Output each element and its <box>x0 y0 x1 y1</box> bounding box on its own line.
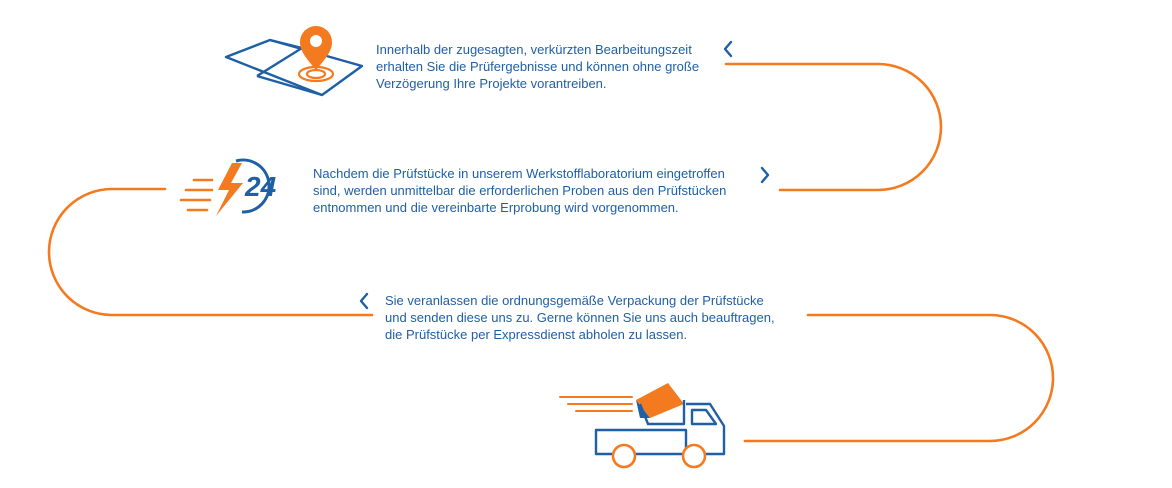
flow-path-middle <box>47 187 374 317</box>
step-text-line: erhalten Sie die Prüfergebnisse und könn… <box>376 59 700 74</box>
step-text-line: Nachdem die Prüfstücke in unserem Werkst… <box>313 166 725 181</box>
step-text-shipping: Sie veranlassen die ordnungsgemäße Verpa… <box>385 292 775 343</box>
step-text-results: Innerhalb der zugesagten, verkürzten Bea… <box>376 41 699 92</box>
flow-path-top <box>724 62 943 192</box>
step-text-line: Innerhalb der zugesagten, verkürzten Bea… <box>376 42 692 57</box>
svg-text:24: 24 <box>244 171 277 202</box>
step-text-line: Sie veranlassen die ordnungsgemäße Verpa… <box>385 293 764 308</box>
step-text-line: Verzögerung Ihre Projekte vorantreiben. <box>376 76 607 91</box>
step-text-line: sind, werden unmittelbar die erforderlic… <box>313 183 727 198</box>
step-text-testing: Nachdem die Prüfstücke in unserem Werkst… <box>313 165 726 216</box>
chevron-left-icon <box>723 40 733 58</box>
step-text-line: die Prüfstücke per Expressdienst abholen… <box>385 327 688 342</box>
map-pin-icon <box>224 26 364 97</box>
chevron-right-icon <box>760 166 770 184</box>
step-text-line: entnommen und die vereinbarte Erprobung … <box>313 200 679 215</box>
step-text-line: und senden diese uns zu. Gerne können Si… <box>385 310 775 325</box>
delivery-truck-icon <box>559 383 726 469</box>
chevron-left-icon-2 <box>359 292 369 310</box>
flow-path-bottom <box>743 313 1055 443</box>
express-24-icon: 24 <box>179 158 277 216</box>
